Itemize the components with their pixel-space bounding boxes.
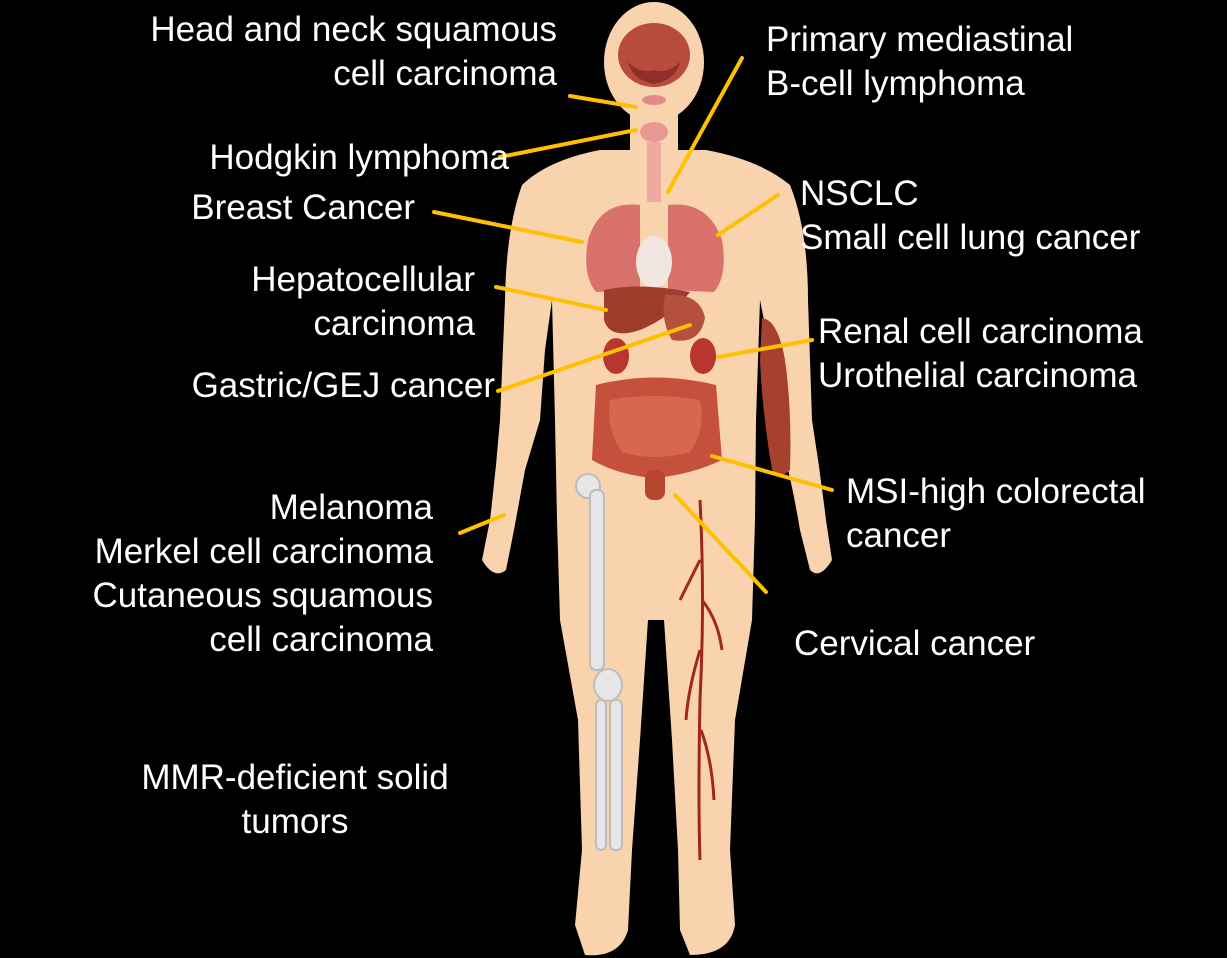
- label-pmbcl: Primary mediastinal B-cell lymphoma: [766, 18, 1073, 106]
- label-msi: MSI-high colorectal cancer: [846, 470, 1146, 558]
- label-renal-line2: Urothelial carcinoma: [818, 354, 1143, 398]
- label-head-neck: Head and neck squamous cell carcinoma: [150, 8, 557, 96]
- label-skin-line1: Melanoma: [93, 486, 434, 530]
- label-hodgkin: Hodgkin lymphoma: [209, 136, 509, 180]
- label-msi-line1: MSI-high colorectal: [846, 470, 1146, 514]
- label-breast: Breast Cancer: [191, 186, 415, 230]
- label-pmbcl-line2: B-cell lymphoma: [766, 62, 1073, 106]
- label-skin: Melanoma Merkel cell carcinoma Cutaneous…: [93, 486, 434, 662]
- label-renal: Renal cell carcinoma Urothelial carcinom…: [818, 310, 1143, 398]
- label-renal-line1: Renal cell carcinoma: [818, 310, 1143, 354]
- label-cervical: Cervical cancer: [794, 622, 1035, 666]
- label-mmr-line1: MMR-deficient solid: [90, 756, 500, 800]
- label-hcc-line1: Hepatocellular: [251, 258, 475, 302]
- label-gastric: Gastric/GEJ cancer: [192, 364, 495, 408]
- label-skin-line3: Cutaneous squamous: [93, 574, 434, 618]
- label-skin-line4: cell carcinoma: [93, 618, 434, 662]
- label-pmbcl-line1: Primary mediastinal: [766, 18, 1073, 62]
- mouth: [642, 95, 666, 105]
- label-hodgkin-line1: Hodgkin lymphoma: [209, 136, 509, 180]
- label-gastric-line1: Gastric/GEJ cancer: [192, 364, 495, 408]
- label-mmr: MMR-deficient solid tumors: [90, 756, 500, 844]
- label-head-neck-line1: Head and neck squamous: [150, 8, 557, 52]
- label-hcc: Hepatocellular carcinoma: [251, 258, 475, 346]
- label-mmr-line2: tumors: [90, 800, 500, 844]
- label-head-neck-line2: cell carcinoma: [150, 52, 557, 96]
- heart: [636, 236, 672, 288]
- label-hcc-line2: carcinoma: [251, 302, 475, 346]
- label-msi-line2: cancer: [846, 514, 1146, 558]
- label-lung-line1: NSCLC: [800, 172, 1140, 216]
- label-lung: NSCLC Small cell lung cancer: [800, 172, 1140, 260]
- label-skin-line2: Merkel cell carcinoma: [93, 530, 434, 574]
- brain: [618, 23, 690, 87]
- label-cervical-line1: Cervical cancer: [794, 622, 1035, 666]
- label-breast-line1: Breast Cancer: [191, 186, 415, 230]
- label-lung-line2: Small cell lung cancer: [800, 216, 1140, 260]
